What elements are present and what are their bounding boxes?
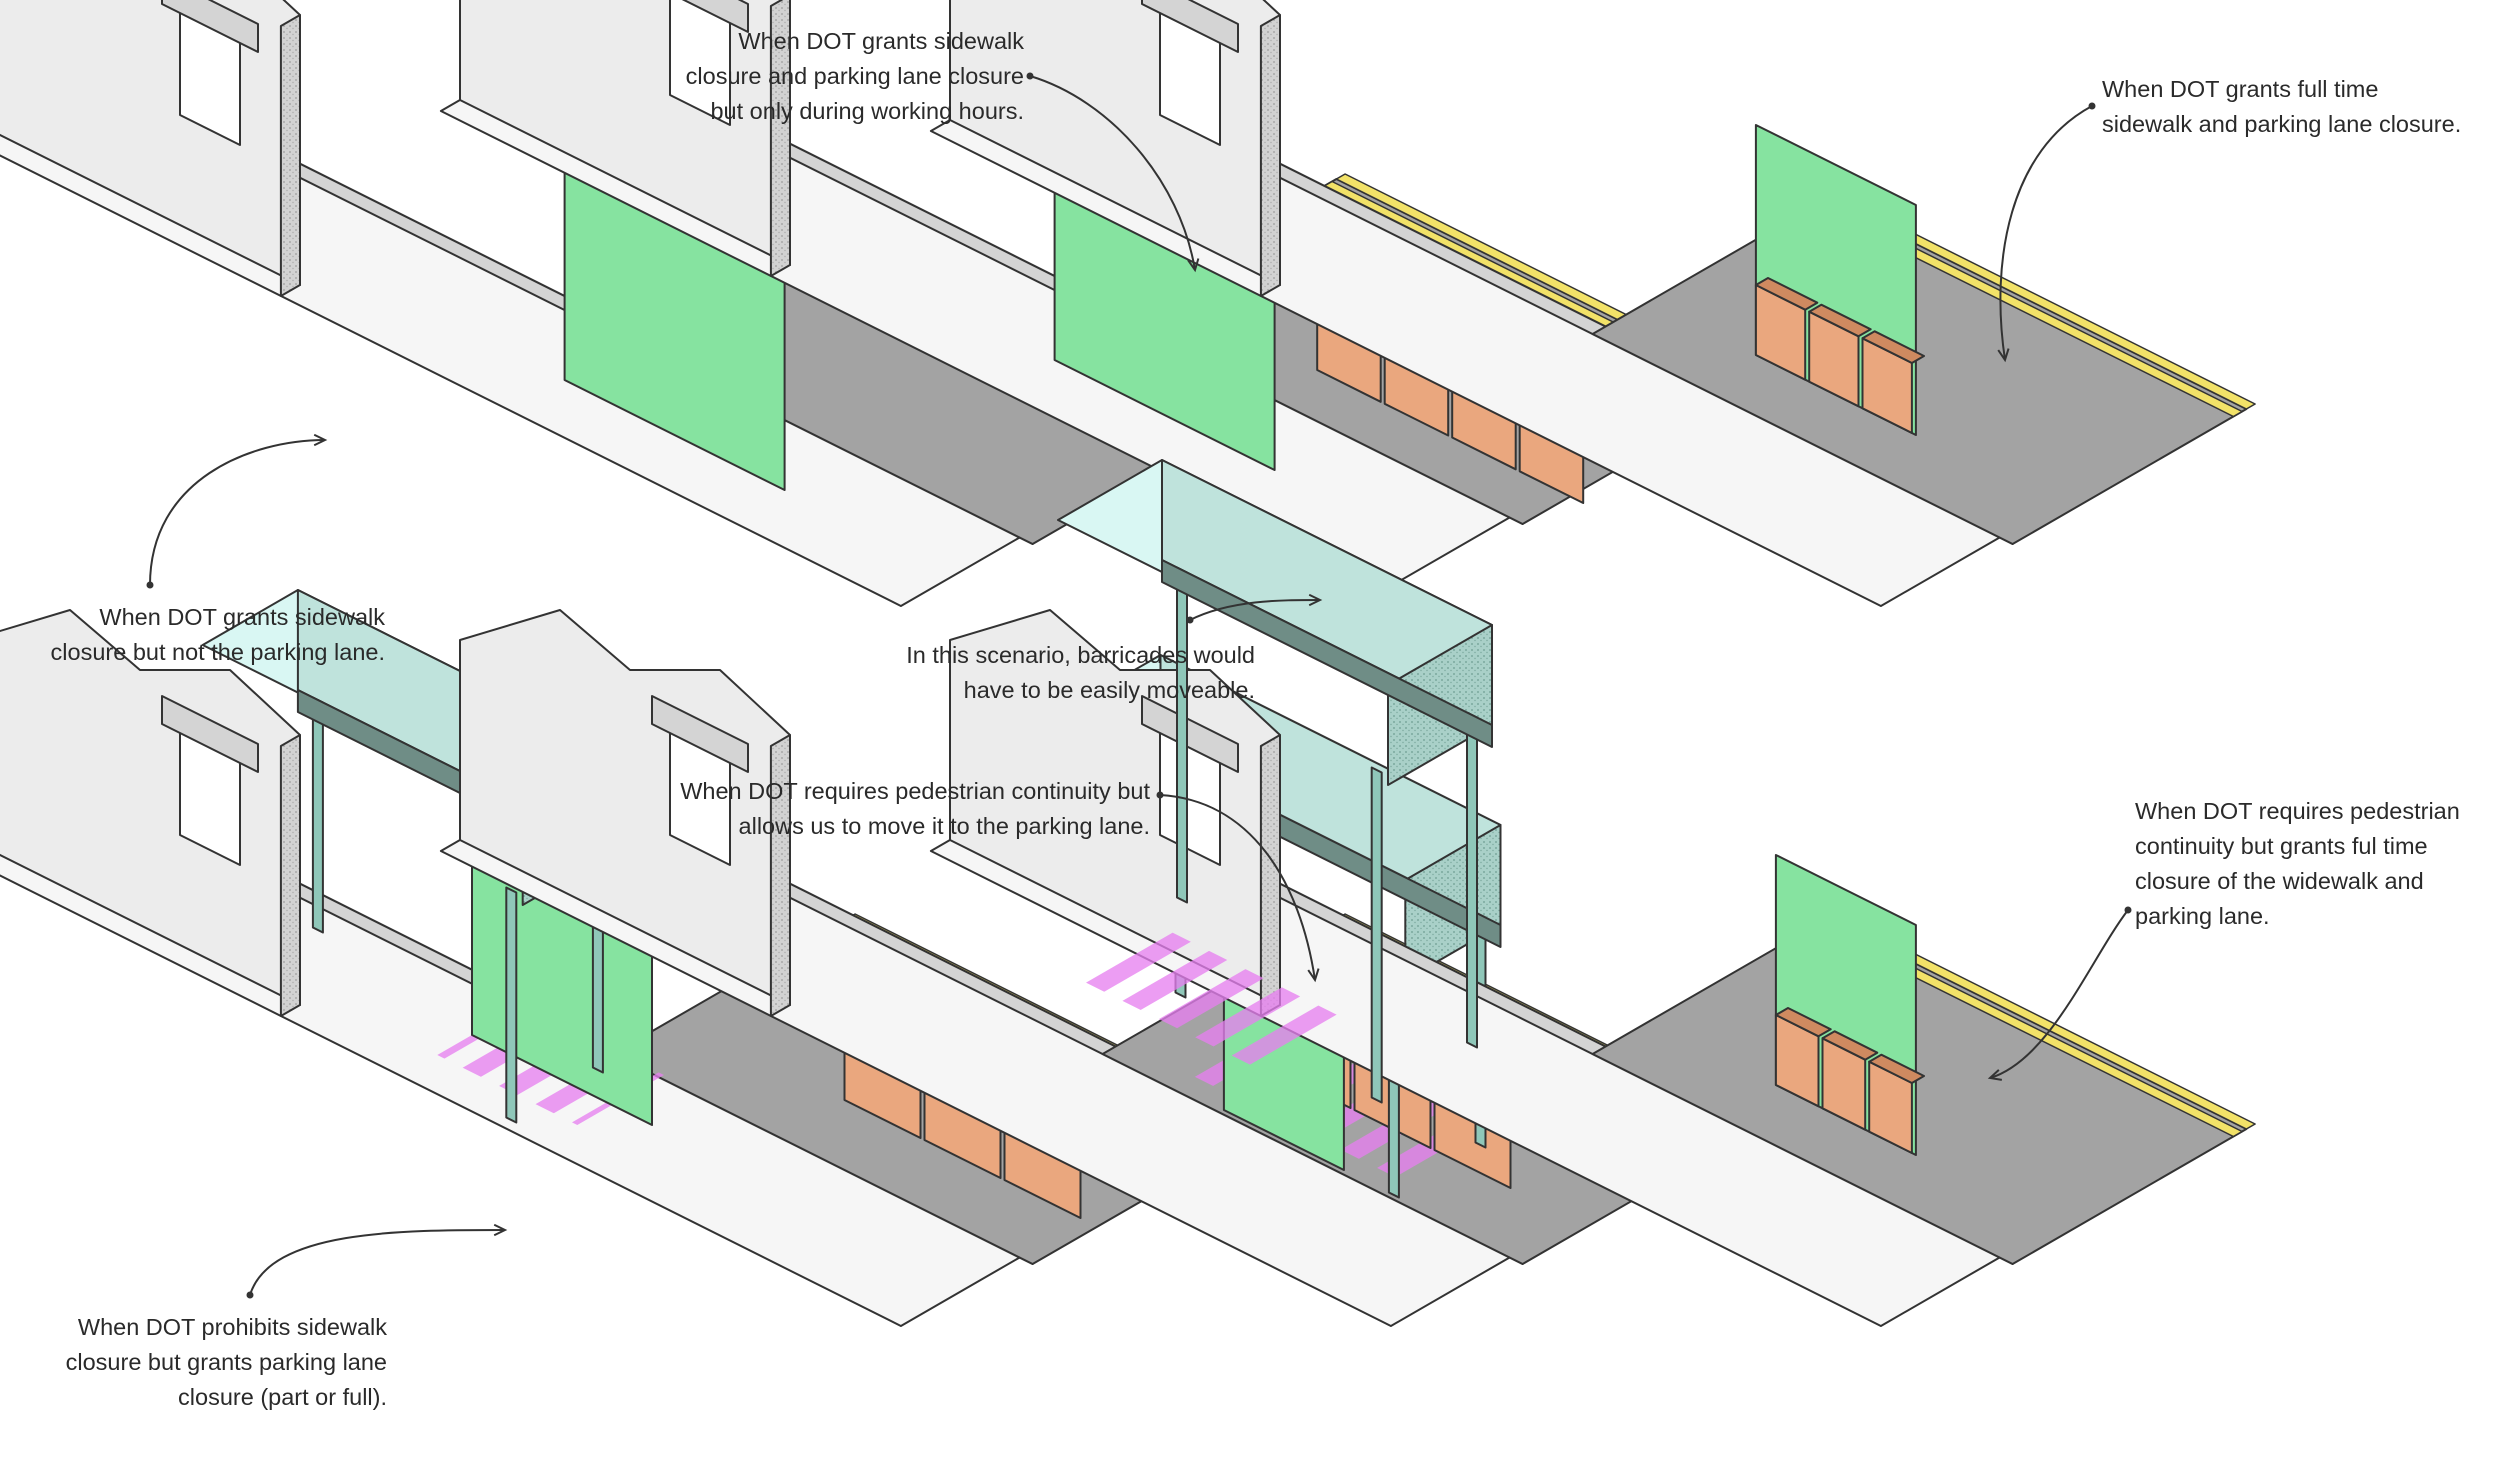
window-lintel [1141, 0, 1239, 53]
leader-arrowhead [493, 1223, 508, 1237]
leader-line-3 [1189, 599, 1321, 621]
caption-scenario-6: When DOT requires pedestrian continuity … [2135, 798, 2460, 929]
scaffold-leg [1466, 711, 1478, 1049]
wall-cut-edge [769, 734, 791, 1017]
scaffold-leg [311, 696, 324, 934]
caption-scenario-2-note: In this scenario, barricades would have … [906, 642, 1255, 703]
scenario-6-scene [929, 459, 2256, 1327]
caption-scenario-3: When DOT grants full time sidewalk and p… [2102, 76, 2462, 137]
jersey-barrier-top [1774, 1007, 1832, 1038]
jersey-barrier-top [1821, 1030, 1879, 1061]
leader-dot [1186, 616, 1194, 624]
wall-cut-edge [769, 0, 791, 277]
scenario-1-scene [0, 0, 1276, 607]
scaffold-beam [1161, 559, 1493, 748]
caption-scenario-4: When DOT prohibits sidewalk closure but … [65, 1314, 387, 1410]
window-lintel [681, 0, 749, 33]
leader-arrowhead [1187, 258, 1200, 273]
scaffold-leg [1370, 766, 1383, 1104]
caption-scenario-2: When DOT grants sidewalk closure and par… [685, 28, 1024, 124]
jersey-barrier-top [1861, 330, 1925, 364]
leader-dot [2124, 906, 2132, 914]
jersey-barrier-top [1868, 1053, 1925, 1084]
wall-cut-edge [279, 14, 301, 297]
jersey-barrier-top [1754, 277, 1819, 311]
leader-dot [246, 1291, 254, 1299]
leader-arrowhead [313, 433, 328, 447]
window-lintel [161, 695, 259, 773]
leader-dot [1156, 791, 1164, 799]
leader-line-6 [1159, 794, 1316, 981]
scenario-3-scene [929, 0, 2256, 607]
leader-line-2 [1029, 75, 1196, 271]
leader-dot [146, 581, 154, 589]
leader-dot [1026, 72, 1034, 80]
leader-arrowhead [1308, 593, 1323, 607]
wall-cut-edge [1259, 14, 1281, 297]
leader-arrowhead [1987, 1069, 2003, 1081]
caption-scenario-5: When DOT requires pedestrian continuity … [680, 778, 1150, 839]
leader-dot [2088, 102, 2096, 110]
leader-line-4 [1999, 105, 2093, 361]
wall-cut-edge [1259, 734, 1281, 1017]
leader-arrowhead [1997, 348, 2010, 363]
jersey-barrier-top [1808, 303, 1872, 338]
wall-cut-edge [279, 734, 301, 1017]
leader-line-1 [149, 439, 326, 586]
caption-scenario-1: When DOT grants sidewalk closure but not… [50, 604, 385, 665]
window-lintel [651, 695, 749, 773]
window-lintel [1141, 695, 1239, 773]
pedestrian-path [1070, 925, 1338, 1065]
scaffold-leg [505, 886, 518, 1124]
leader-line-7 [1989, 909, 2129, 1079]
leader-line-5 [249, 1229, 506, 1296]
scaffold-leg [1176, 566, 1188, 904]
window-lintel [161, 0, 259, 53]
leader-arrowhead [1307, 968, 1320, 983]
